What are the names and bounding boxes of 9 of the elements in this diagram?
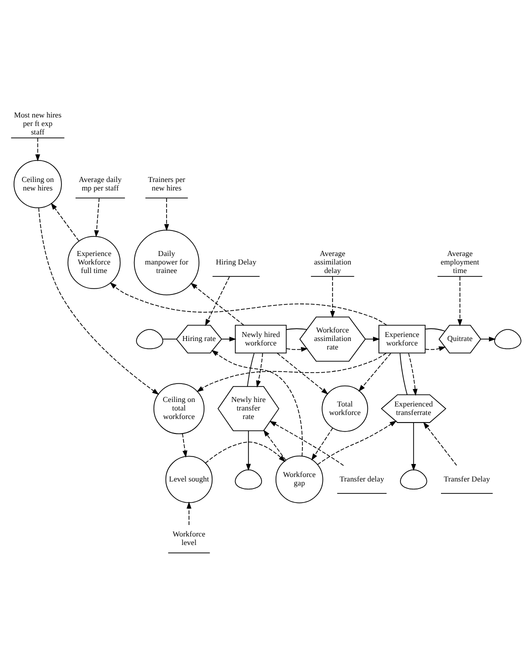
node-text: Average daily mp per staff [78,174,122,192]
node-text: Average assimilation delay [314,248,352,275]
node-text: Transfer Delay [444,474,490,484]
node-text: Transfer delay [340,474,384,484]
node-text: Workforce level [172,530,206,548]
node-text: Most new hires per ft exp staff [14,110,62,136]
node-text: Average employment time [440,248,480,275]
node-text: Hiring Delay [216,257,256,266]
node-text: Trainers per new hires [148,174,186,192]
